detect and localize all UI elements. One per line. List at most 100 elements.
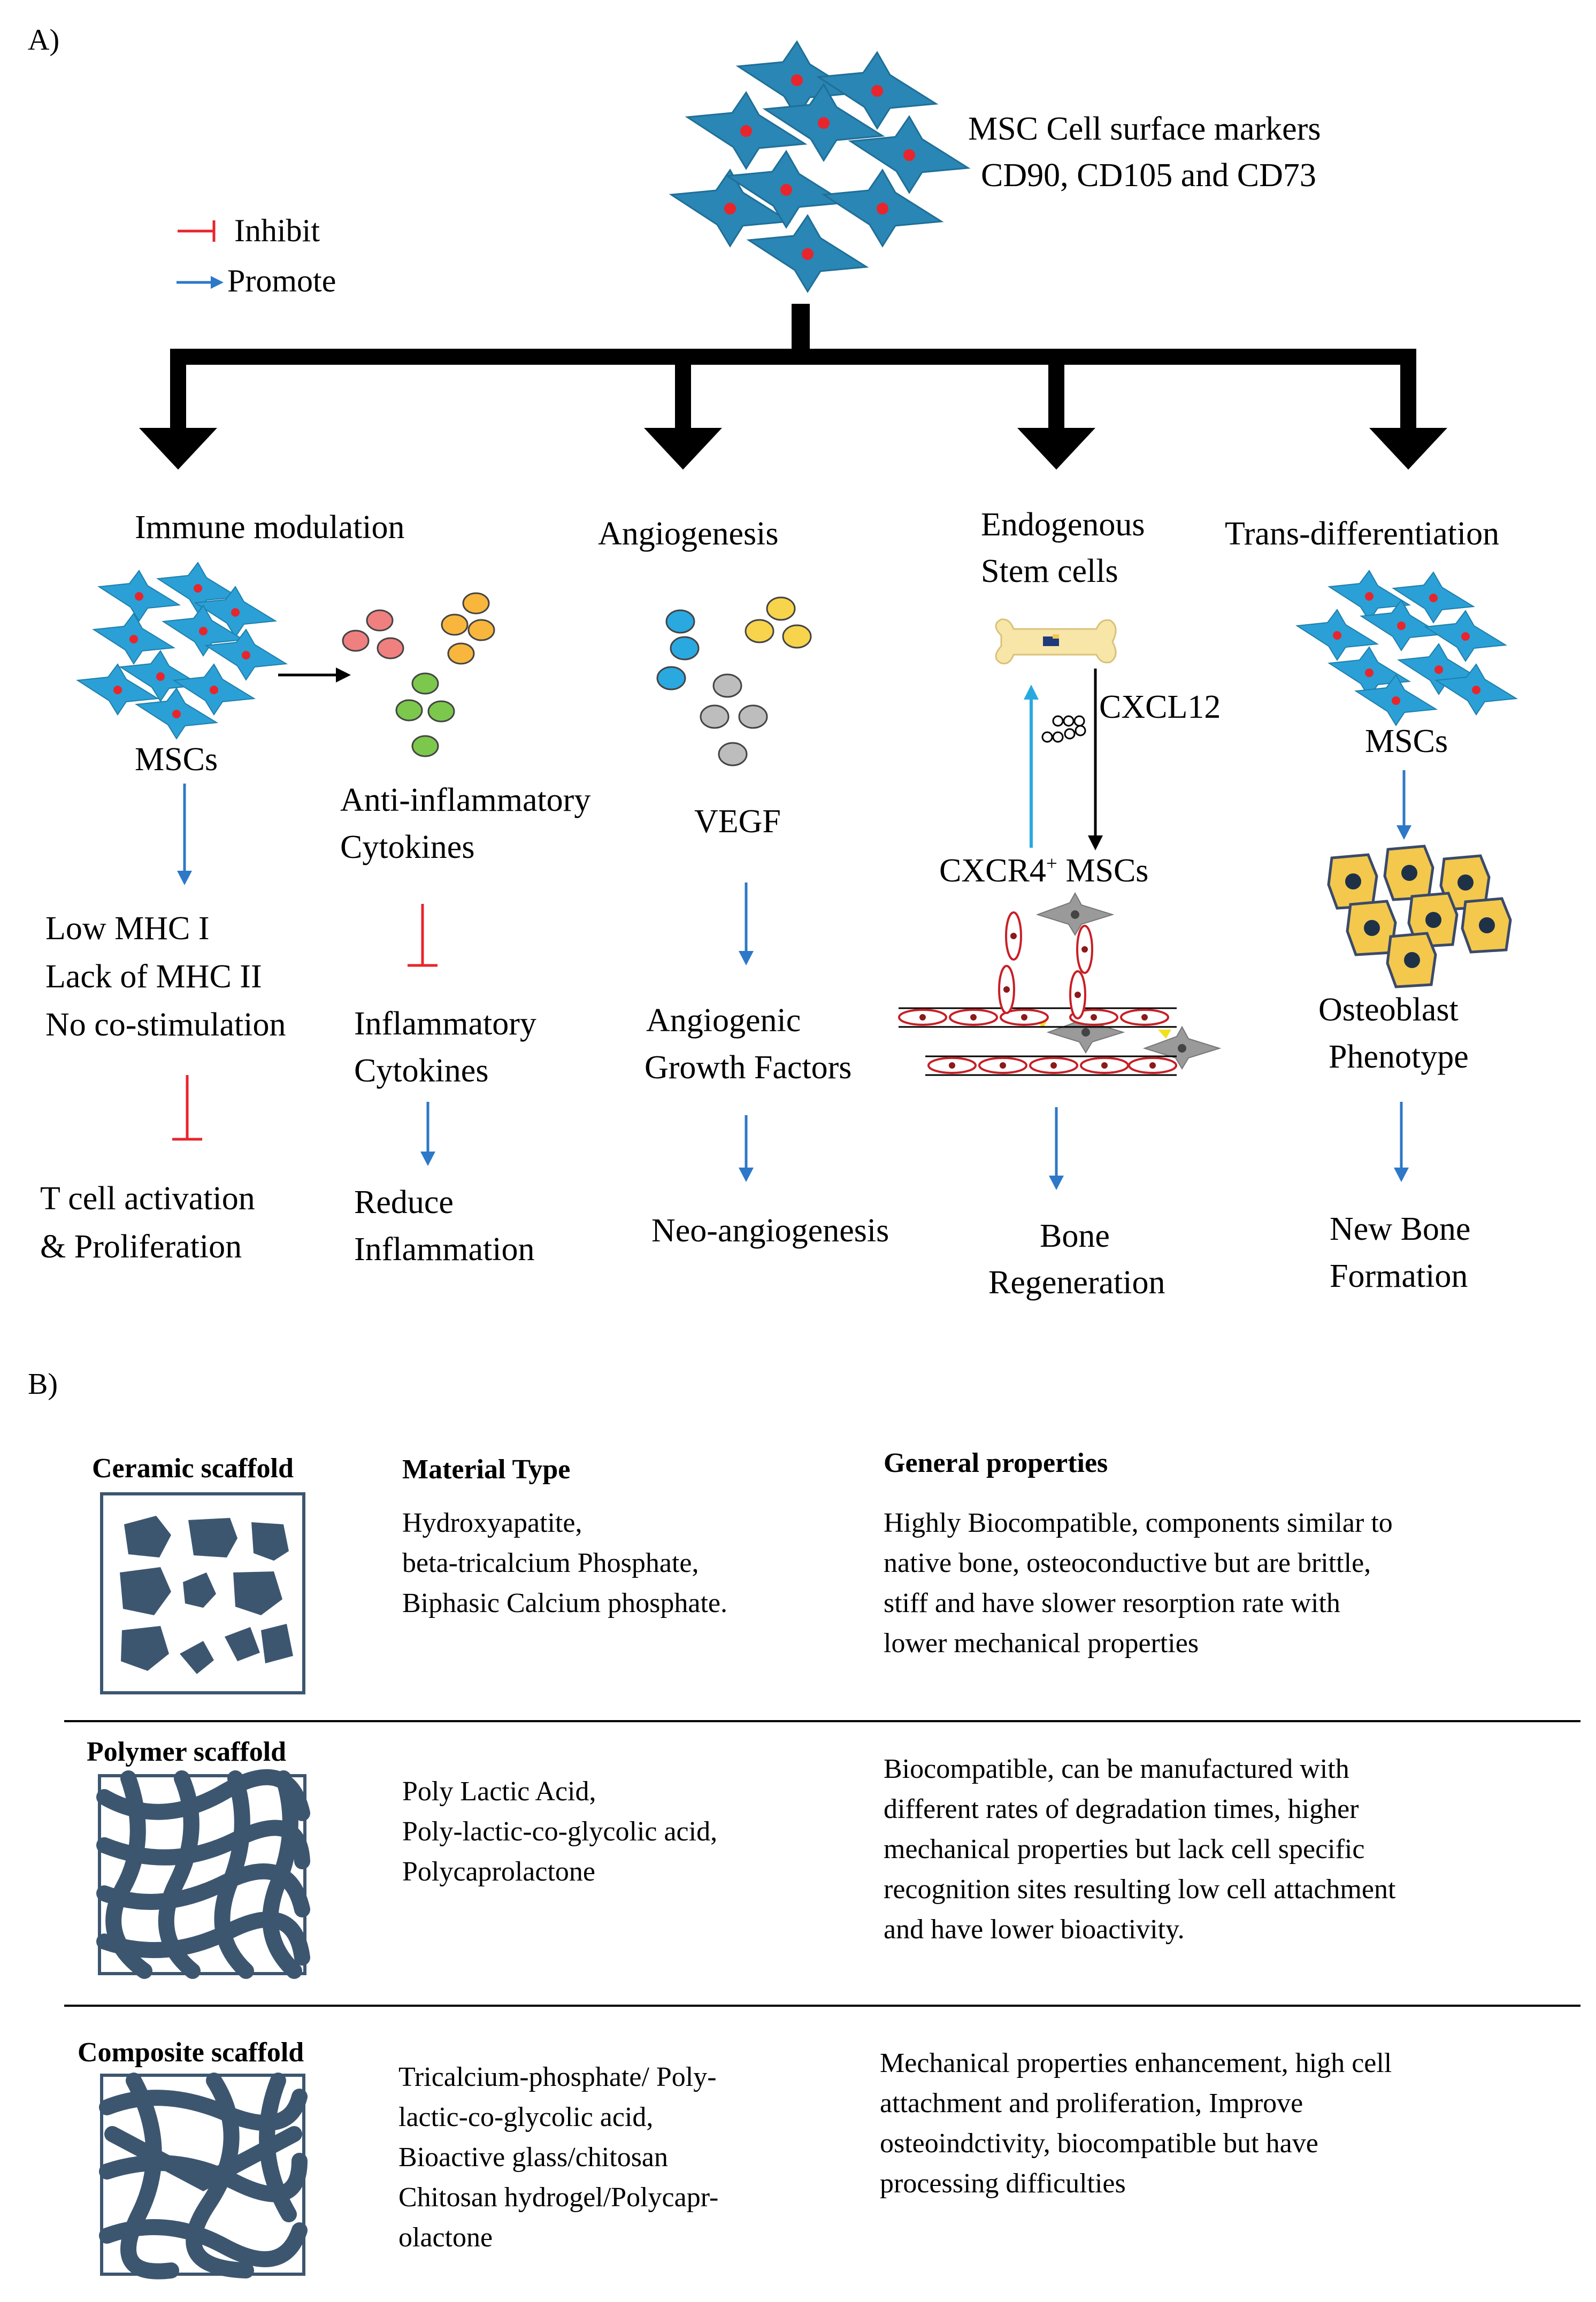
ceramic-material: Hydroxyapatite, beta-tricalcium Phosphat… bbox=[402, 1503, 727, 1623]
legend-promote-arrow bbox=[177, 276, 224, 289]
header-line2: CD90, CD105 and CD73 bbox=[981, 157, 1316, 194]
trans-msc-label: MSCs bbox=[1365, 723, 1448, 759]
legend-promote-label: Promote bbox=[227, 263, 336, 298]
composite-properties: Mechanical properties enhancement, high … bbox=[880, 2043, 1392, 2204]
osteo-line1: Osteoblast bbox=[1318, 992, 1459, 1028]
top-msc-cluster bbox=[670, 41, 969, 293]
mhc-inhibit-tcell-symbol bbox=[172, 1075, 202, 1141]
polymer-properties-line: recognition sites resulting low cell att… bbox=[884, 1874, 1396, 1905]
cxcl12-label: CXCL12 bbox=[1099, 689, 1221, 725]
polymer-material: Poly Lactic Acid, Poly-lactic-co-glycoli… bbox=[402, 1771, 717, 1892]
polymer-material-line: Polycaprolactone bbox=[402, 1856, 595, 1887]
ceramic-material-line: beta-tricalcium Phosphate, bbox=[402, 1548, 699, 1578]
panel-a-label: A) bbox=[28, 24, 60, 57]
ceramic-properties-line: native bone, osteoconductive but are bri… bbox=[884, 1548, 1371, 1578]
anti-inflammatory-line1: Anti-inflammatory bbox=[340, 782, 591, 818]
anti-inflammatory-line2: Cytokines bbox=[340, 829, 475, 865]
growth-to-neo-arrow bbox=[739, 1115, 754, 1182]
polymer-material-line: Poly Lactic Acid, bbox=[402, 1776, 596, 1807]
composite-material: Tricalcium-phosphate/ Poly- lactic-co-gl… bbox=[398, 2057, 718, 2258]
osteo-line2: Phenotype bbox=[1329, 1039, 1469, 1075]
cxcr4-suffix: MSCs bbox=[1057, 853, 1149, 889]
vegf-dots bbox=[656, 596, 812, 766]
polymer-material-line: Poly-lactic-co-glycolic acid, bbox=[402, 1816, 718, 1847]
cxcl12-dots bbox=[1041, 715, 1086, 743]
polymer-scaffold-name: Polymer scaffold bbox=[87, 1737, 287, 1767]
inflammatory-line2: Cytokines bbox=[354, 1053, 489, 1089]
trans-msc-to-osteo-arrow bbox=[1396, 770, 1411, 840]
polymer-properties-line: different rates of degradation times, hi… bbox=[884, 1794, 1359, 1824]
vessel-to-bone-arrow bbox=[1049, 1107, 1064, 1190]
vegf-to-growth-arrow bbox=[739, 883, 754, 965]
ceramic-scaffold-name: Ceramic scaffold bbox=[92, 1453, 294, 1484]
immune-msc-cluster bbox=[77, 562, 287, 739]
newbone-line2: Formation bbox=[1330, 1258, 1468, 1294]
tree-connector bbox=[139, 304, 1447, 470]
bone-icon bbox=[995, 618, 1117, 665]
neo-angiogenesis-label: Neo-angiogenesis bbox=[651, 1213, 889, 1249]
msc-to-bone-arrow bbox=[1024, 685, 1039, 848]
vegf-label: VEGF bbox=[694, 803, 781, 840]
composite-material-line: Tricalcium-phosphate/ Poly- bbox=[398, 2062, 717, 2092]
ceramic-properties: Highly Biocompatible, components similar… bbox=[884, 1503, 1393, 1663]
polymer-properties-line: mechanical properties but lack cell spec… bbox=[884, 1834, 1365, 1864]
tcell-line1: T cell activation bbox=[40, 1180, 255, 1217]
properties-header: General properties bbox=[884, 1448, 1108, 1478]
cytokines-inhibit-inflammatory-symbol bbox=[408, 904, 438, 967]
panel-b-graphics bbox=[64, 1492, 1580, 2280]
panel-a-graphics bbox=[77, 41, 1517, 1190]
anti-inflammatory-cytokine-dots bbox=[342, 592, 495, 757]
header-line1: MSC Cell surface markers bbox=[968, 111, 1321, 147]
tcell-line2: & Proliferation bbox=[40, 1229, 242, 1265]
composite-properties-line: Mechanical properties enhancement, high … bbox=[880, 2048, 1392, 2078]
trans-msc-cluster bbox=[1296, 570, 1517, 726]
bone-regen-line1: Bone bbox=[1040, 1218, 1110, 1254]
endo-title-line1: Endogenous bbox=[981, 507, 1145, 543]
legend-inhibit-label: Inhibit bbox=[234, 213, 320, 248]
inflammatory-to-reduce-arrow bbox=[420, 1102, 435, 1166]
immune-to-cytokines-arrow bbox=[278, 667, 351, 682]
mhc-line2: Lack of MHC II bbox=[45, 958, 262, 995]
composite-scaffold-icon bbox=[99, 2073, 308, 2280]
growth-line1: Angiogenic bbox=[646, 1002, 801, 1039]
panel-b-label: B) bbox=[28, 1368, 58, 1401]
composite-material-line: Chitosan hydrogel/Polycapr- bbox=[398, 2182, 719, 2213]
newbone-line1: New Bone bbox=[1330, 1211, 1471, 1247]
cxcr4-superscript: + bbox=[1046, 853, 1057, 875]
ceramic-material-line: Biphasic Calcium phosphate. bbox=[402, 1588, 728, 1618]
cxcr4-msc-label: CXCR4+ MSCs bbox=[939, 851, 1148, 891]
panel-b: B) Material Type General properties Cera… bbox=[0, 1348, 1596, 2302]
legend-inhibit-symbol bbox=[178, 220, 216, 242]
panel-a: A) MSC Cell surface markers CD90, CD105 … bbox=[28, 24, 1517, 1301]
composite-properties-line: attachment and proliferation, Improve bbox=[880, 2088, 1303, 2119]
osteo-to-newbone-arrow bbox=[1394, 1102, 1409, 1182]
ceramic-properties-line: lower mechanical properties bbox=[884, 1628, 1199, 1659]
composite-properties-line: processing difficulties bbox=[880, 2168, 1126, 2199]
composite-properties-line: osteoindctivity, biocompatible but have bbox=[880, 2128, 1318, 2159]
material-header: Material Type bbox=[402, 1454, 571, 1485]
immune-title: Immune modulation bbox=[135, 509, 405, 546]
mhc-line3: No co-stimulation bbox=[45, 1007, 286, 1043]
inflammatory-line1: Inflammatory bbox=[354, 1006, 536, 1042]
composite-material-line: Bioactive glass/chitosan bbox=[398, 2142, 669, 2173]
osteoblast-cells bbox=[1329, 846, 1510, 987]
ceramic-scaffold-icon bbox=[100, 1492, 305, 1694]
mhc-line1: Low MHC I bbox=[45, 910, 210, 947]
immune-msc-label: MSCs bbox=[135, 741, 218, 778]
ceramic-material-line: Hydroxyapatite, bbox=[402, 1508, 582, 1538]
composite-material-line: lactic-co-glycolic acid, bbox=[398, 2102, 654, 2132]
cxcr4-text: CXCR4 bbox=[939, 853, 1046, 889]
ceramic-properties-line: stiff and have slower resorption rate wi… bbox=[884, 1588, 1340, 1618]
polymer-scaffold-icon bbox=[96, 1769, 310, 1979]
angio-title: Angiogenesis bbox=[598, 516, 779, 552]
trans-title: Trans-differentiation bbox=[1225, 516, 1500, 552]
msc-to-mhc-arrow bbox=[177, 784, 192, 885]
cxcl12-to-msc-arrow bbox=[1088, 669, 1103, 850]
composite-scaffold-name: Composite scaffold bbox=[78, 2037, 304, 2068]
ceramic-properties-line: Highly Biocompatible, components similar… bbox=[884, 1508, 1393, 1538]
growth-line2: Growth Factors bbox=[644, 1049, 852, 1086]
endo-title-line2: Stem cells bbox=[981, 553, 1118, 589]
bone-regen-line2: Regeneration bbox=[988, 1264, 1165, 1301]
polymer-properties-line: Biocompatible, can be manufactured with bbox=[884, 1754, 1349, 1784]
vessel-illustration bbox=[898, 893, 1220, 1076]
